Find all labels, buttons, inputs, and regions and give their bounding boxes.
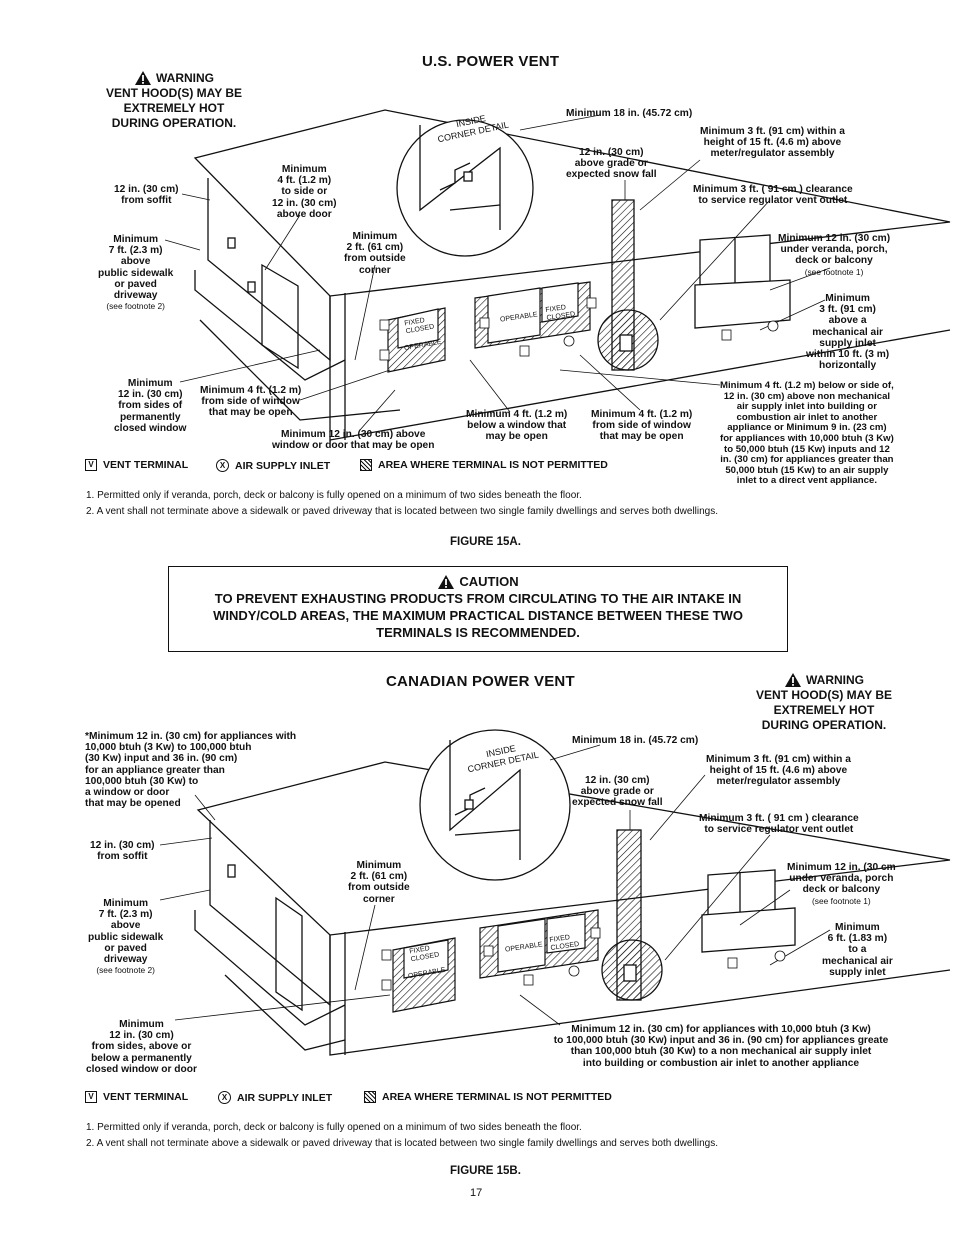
fig-b-star-note: *Minimum 12 in. (30 cm) for appliances w… xyxy=(85,731,297,810)
fig-b-regulator: Minimum 3 ft. ( 91 cm ) clearance to ser… xyxy=(699,813,859,836)
fig-a-below-window: Minimum 4 ft. (1.2 m) below a window tha… xyxy=(466,409,568,443)
fig-b-house-drawing xyxy=(159,729,951,1056)
roof xyxy=(196,761,951,936)
fig-a-veranda: Minimum 12 in. (30 cm) under veranda, po… xyxy=(778,233,891,277)
warning-icon xyxy=(135,71,151,85)
fig-b-title: CANADIAN POWER VENT xyxy=(386,673,575,690)
warning-icon xyxy=(785,673,801,687)
caution-icon xyxy=(438,574,455,589)
fig-a-caption: FIGURE 15A. xyxy=(450,536,521,548)
fig-a-side-window-2: Minimum 4 ft. (1.2 m) from side of windo… xyxy=(591,409,693,443)
fig-a-title: U.S. POWER VENT xyxy=(422,53,560,70)
fig-a-house-drawing xyxy=(164,109,951,441)
caution-box: CAUTION TO PREVENT EXHAUSTING PRODUCTS F… xyxy=(168,566,788,652)
fig-a-warning: WARNING VENT HOOD(S) MAY BE EXTREMELY HO… xyxy=(105,70,243,131)
vent-terminal-icon: V xyxy=(85,1091,97,1103)
fig-a-nonmech: Minimum 4 ft. (1.2 m) below or side of, … xyxy=(720,380,894,487)
fig-a-regulator: Minimum 3 ft. ( 91 cm ) clearance to ser… xyxy=(693,184,853,207)
fig-a-min18: Minimum 18 in. (45.72 cm) xyxy=(566,108,693,119)
fig-b-sidewalk: Minimum 7 ft. (2.3 m) above public sidew… xyxy=(88,898,164,976)
hatched-area-icon xyxy=(364,1091,376,1103)
front-wall xyxy=(329,935,951,1056)
fig-b-caption: FIGURE 15B. xyxy=(450,1165,521,1177)
roof xyxy=(193,109,951,297)
fig-a-mech: Minimum 3 ft. (91 cm) above a mechanical… xyxy=(806,293,890,372)
fig-b-footnote-1: 1. Permitted only if veranda, porch, dec… xyxy=(86,1122,582,1133)
fig-a-footnote-2: 2. A vent shall not terminate above a si… xyxy=(86,506,719,517)
fig-b-soffit: 12 in. (30 cm) from soffit xyxy=(90,840,155,863)
inside-corner-detail xyxy=(396,119,534,257)
fig-b-min18: Minimum 18 in. (45.72 cm) xyxy=(572,735,699,746)
fig-b-grade: 12 in. (30 cm) above grade or expected s… xyxy=(572,775,663,809)
caution-text: TO PREVENT EXHAUSTING PRODUCTS FROM CIRC… xyxy=(213,591,743,640)
fig-a-legend-area: AREA WHERE TERMINAL IS NOT PERMITTED xyxy=(360,459,608,471)
air-supply-inlet-icon: X xyxy=(218,1091,231,1104)
fig-b-warning: WARNING VENT HOOD(S) MAY BE EXTREMELY HO… xyxy=(755,672,893,733)
fig-b-corner: Minimum 2 ft. (61 cm) from outside corne… xyxy=(348,860,410,905)
front-wall xyxy=(329,296,951,441)
fig-a-meter: Minimum 3 ft. (91 cm) within a height of… xyxy=(700,126,845,160)
fig-b-closed-window: Minimum 12 in. (30 cm) from sides, above… xyxy=(86,1019,197,1075)
fig-a-footnote-1: 1. Permitted only if veranda, porch, dec… xyxy=(86,490,582,501)
fig-a-door: Minimum 4 ft. (1.2 m) to side or 12 in. … xyxy=(272,164,337,220)
fig-b-meter: Minimum 3 ft. (91 cm) within a height of… xyxy=(706,754,851,788)
fig-a-soffit: 12 in. (30 cm) from soffit xyxy=(114,184,179,207)
door xyxy=(261,263,299,370)
vent-terminal-icon: V xyxy=(85,459,97,471)
fig-a-side-window: Minimum 4 ft. (1.2 m) from side of windo… xyxy=(200,385,302,419)
air-supply-inlet-icon: X xyxy=(216,459,229,472)
inside-corner-detail xyxy=(419,729,571,881)
fig-a-above-window: Minimum 12 in. (30 cm) above window or d… xyxy=(272,429,435,452)
hatched-area-icon xyxy=(360,459,372,471)
fig-a-closed-window: Minimum 12 in. (30 cm) from sides of per… xyxy=(114,378,187,434)
fig-b-nonmech: Minimum 12 in. (30 cm) for appliances wi… xyxy=(553,1024,889,1069)
fig-b-mech: Minimum 6 ft. (1.83 m) to a mechanical a… xyxy=(822,922,893,978)
fig-b-legend-area: AREA WHERE TERMINAL IS NOT PERMITTED xyxy=(364,1091,612,1103)
fig-b-veranda: Minimum 12 in. (30 cm under veranda, por… xyxy=(787,862,896,906)
door xyxy=(275,896,303,1012)
page-number: 17 xyxy=(470,1187,483,1199)
fig-a-sidewalk: Minimum 7 ft. (2.3 m) above public sidew… xyxy=(98,234,174,312)
fig-b-footnote-2: 2. A vent shall not terminate above a si… xyxy=(86,1138,719,1149)
fig-a-corner: Minimum 2 ft. (61 cm) from outside corne… xyxy=(344,231,406,276)
fig-a-grade: 12 in. (30 cm) above grade or expected s… xyxy=(566,147,657,181)
